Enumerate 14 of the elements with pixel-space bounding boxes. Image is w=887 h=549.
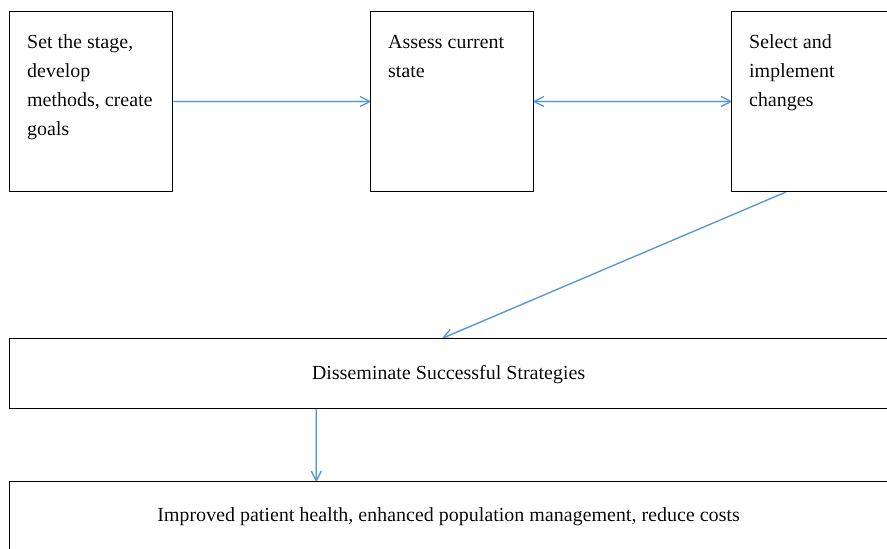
box-text: Disseminate Successful Strategies — [312, 361, 586, 386]
box-text: Assess current state — [388, 30, 506, 84]
process-box — [370, 11, 534, 192]
process-box — [9, 481, 887, 549]
box-text: Improved patient health, enhanced population management, reduce costs — [157, 503, 740, 528]
arrow — [533, 96, 732, 108]
arrow — [173, 96, 371, 108]
box-text: Set the stage, develop methods, create goals — [27, 30, 154, 142]
process-box — [9, 11, 173, 192]
box-text: Select and implement changes — [749, 30, 836, 113]
process-box — [731, 11, 887, 192]
arrow — [310, 409, 322, 482]
process-box — [9, 338, 887, 409]
arrow — [442, 191, 786, 340]
